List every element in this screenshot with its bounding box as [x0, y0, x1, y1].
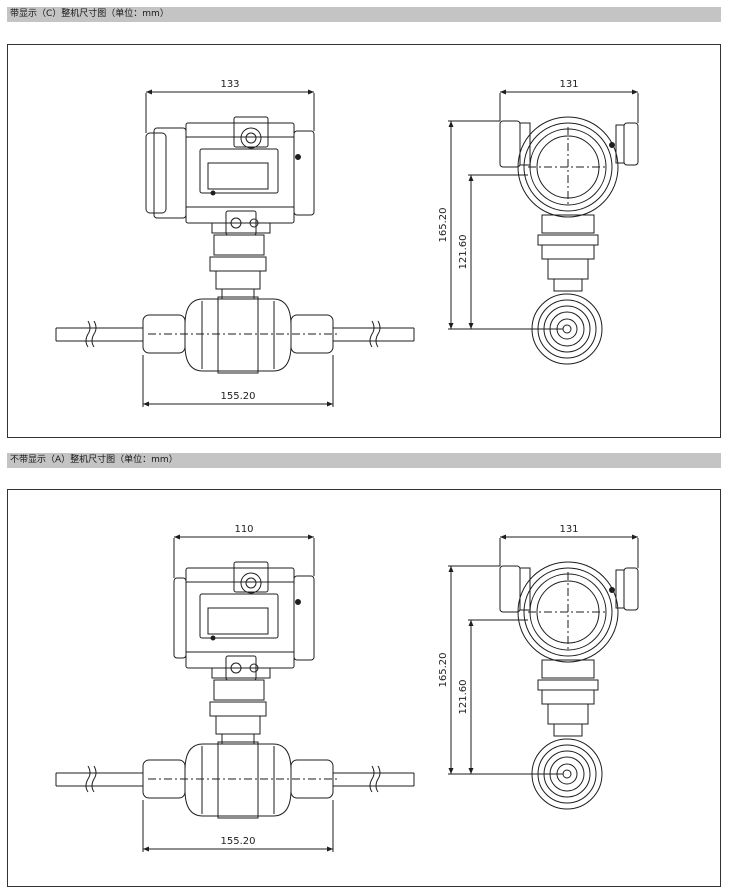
dimension-drawing: 110 155.20 131 165.20 121.60 — [55, 524, 639, 852]
section-title-bar: 带显示（C）整机尺寸图（单位：mm） — [7, 7, 721, 22]
dimension-side-width: 131 — [559, 524, 578, 535]
section-title-bar: 不带显示（A）整机尺寸图（单位：mm） — [7, 453, 721, 468]
transmitter-side-view — [499, 116, 639, 365]
dimension-total-height: 165.20 — [438, 653, 449, 688]
dimension-center-height: 121.60 — [458, 235, 469, 270]
dimension-flange-length: 155.20 — [221, 391, 256, 402]
section-title: 不带显示（A）整机尺寸图（单位：mm） — [10, 455, 178, 465]
dimension-flange-length: 155.20 — [221, 836, 256, 847]
drawing-panel: 133 155.20 131 165.20 121.60 — [7, 44, 721, 438]
section-title: 带显示（C）整机尺寸图（单位：mm） — [10, 9, 169, 19]
dimension-side-width: 131 — [559, 79, 578, 90]
transmitter-front-view — [55, 116, 415, 374]
dimension-total-height: 165.20 — [438, 208, 449, 243]
dimension-center-height: 121.60 — [458, 680, 469, 715]
dimension-drawing: 133 155.20 131 165.20 121.60 — [55, 79, 639, 407]
dimension-front-width: 133 — [220, 79, 239, 90]
transmitter-front-view — [55, 561, 415, 819]
drawing-panel: 110 155.20 131 165.20 121.60 — [7, 489, 721, 887]
transmitter-side-view — [499, 561, 639, 810]
dimension-front-width: 110 — [234, 524, 253, 535]
